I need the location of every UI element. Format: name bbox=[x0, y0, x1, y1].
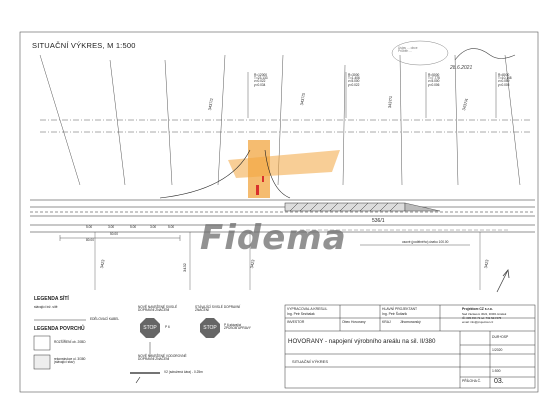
road-edges bbox=[30, 149, 535, 233]
red-markings bbox=[256, 176, 264, 195]
north-arrow-icon bbox=[496, 269, 510, 293]
tb-investor-label: INVESTOR bbox=[287, 320, 305, 324]
approval-stamp bbox=[391, 40, 449, 66]
drawing-frame bbox=[19, 31, 539, 393]
road-number-label: 536/1 bbox=[372, 218, 385, 224]
approval-stamp-text: Ústav ... obce Průběh ... bbox=[398, 46, 418, 54]
handwritten-date: 28.6.2021 bbox=[450, 65, 473, 71]
tb-company: Projektcer.CZ s.r.o. bbox=[462, 307, 493, 311]
tb-sheet-number: 03. bbox=[494, 378, 504, 385]
legend-existing-network: stávající inž. sítě bbox=[34, 305, 58, 309]
tb-prepared-label: VYPRACOVAL A KRESLIL bbox=[287, 307, 328, 311]
tb-scale: 1:500 bbox=[492, 369, 501, 373]
legend-new-vertical: NOVĚ NAVRŽENÉ SVISLÉ DOPRAVNÍ ZNAČENÍ bbox=[138, 305, 178, 313]
drawing-title: SITUAČNÍ VÝKRES, M 1:500 bbox=[32, 41, 136, 50]
tb-chief: Ing. Petr Šotiarik bbox=[382, 312, 408, 316]
legend-sign-p6: P 6 bbox=[165, 325, 170, 329]
dimension-label: 5.00 bbox=[130, 225, 137, 229]
legend-surface-title: LEGENDA POVRCHŮ bbox=[34, 326, 85, 332]
handwritten-signature bbox=[454, 48, 516, 61]
legend-cable: EDĚLOVACÍ KABEL bbox=[90, 317, 120, 321]
tb-format: DUR+DSP bbox=[492, 335, 509, 339]
tb-county: Jihomoravský bbox=[400, 320, 421, 324]
dimension-label: 5.00 bbox=[168, 225, 175, 229]
legend-new-horizontal: NOVĚ NAVRŽENÉ VODOROVNÉ DOPRAVNÍ ZNAČENÍ bbox=[138, 354, 187, 362]
stop-sign-existing: STOP bbox=[200, 318, 220, 338]
dimension-label: 80.00 bbox=[86, 238, 94, 242]
curve-label-3: R=5000 T=7.775 v=5.000 y=0.006 bbox=[428, 73, 440, 87]
fidema-watermark: Fidema bbox=[200, 218, 347, 258]
legend-existing-vertical: STÁVAJÍCÍ SVISLÉ DOPRAVNÍ ZNAČENÍ bbox=[195, 305, 241, 313]
parcel-label: 3432 bbox=[182, 263, 187, 272]
tb-county-label: KRAJ bbox=[382, 320, 391, 324]
dimension-label: 3.00 bbox=[108, 225, 115, 229]
tb-investor: Obec Hovorany bbox=[342, 320, 366, 324]
tb-company-address: Nad Václavem 3022, 30001 Hrádek IČ: 035 … bbox=[462, 312, 507, 324]
dimension-lines bbox=[59, 235, 470, 246]
curve-leaders bbox=[247, 72, 497, 118]
tb-date: 1/2020 bbox=[492, 348, 503, 352]
curve-label-1: R=12000 T=23.133 v=0.022 y=0.034 bbox=[254, 73, 268, 87]
parcel-lines-south bbox=[94, 232, 481, 290]
parcel-boundaries bbox=[39, 54, 530, 186]
widening-hatch bbox=[284, 202, 406, 212]
legend-p6-desc: P 6 stávající ZPŮSOB ÚPRAVY bbox=[224, 323, 251, 331]
legend-samples bbox=[33, 319, 160, 384]
dimension-label: 50.00 bbox=[110, 232, 118, 236]
legend-widening: ROZŠÍŘENÍ ob. 20BD bbox=[54, 340, 86, 344]
stop-sign-new: STOP bbox=[140, 318, 160, 338]
legend-network-title: LEGENDA SÍTÍ bbox=[34, 296, 69, 302]
km-label: osové (podélného) úseku 100.00 bbox=[402, 240, 449, 244]
tb-drawing-name: SITUAČNÍ VÝKRES bbox=[292, 359, 329, 364]
title-block-grid bbox=[284, 304, 536, 389]
tb-project-title: HOVORANY - napojení výrobního areálu na … bbox=[288, 338, 436, 345]
taper-wedge bbox=[404, 202, 441, 212]
legend-v2: V2 (sdružená čára) - 0.25m bbox=[164, 370, 203, 374]
tb-chief-label: HLAVNÍ PROJEKTANT bbox=[382, 307, 418, 311]
curve-label-2: R=3000 T=1.406 v=5.000 y=0.022 bbox=[348, 73, 360, 87]
dimension-label: 5.00 bbox=[86, 225, 93, 229]
access-road-highlight bbox=[228, 140, 340, 198]
legend-reconstruction: rekonstrukce ul. 3/380 (stávající stav) bbox=[54, 357, 86, 365]
dimension-label: 3.00 bbox=[150, 225, 157, 229]
tb-sheet-label: PŘÍLOHA Č. bbox=[462, 379, 482, 383]
curve-label-4: R=8000 T=10.168 v=0.059 y=0.005 bbox=[498, 73, 512, 87]
tb-prepared-by: Ing. Petr Sezbalak bbox=[287, 312, 315, 316]
